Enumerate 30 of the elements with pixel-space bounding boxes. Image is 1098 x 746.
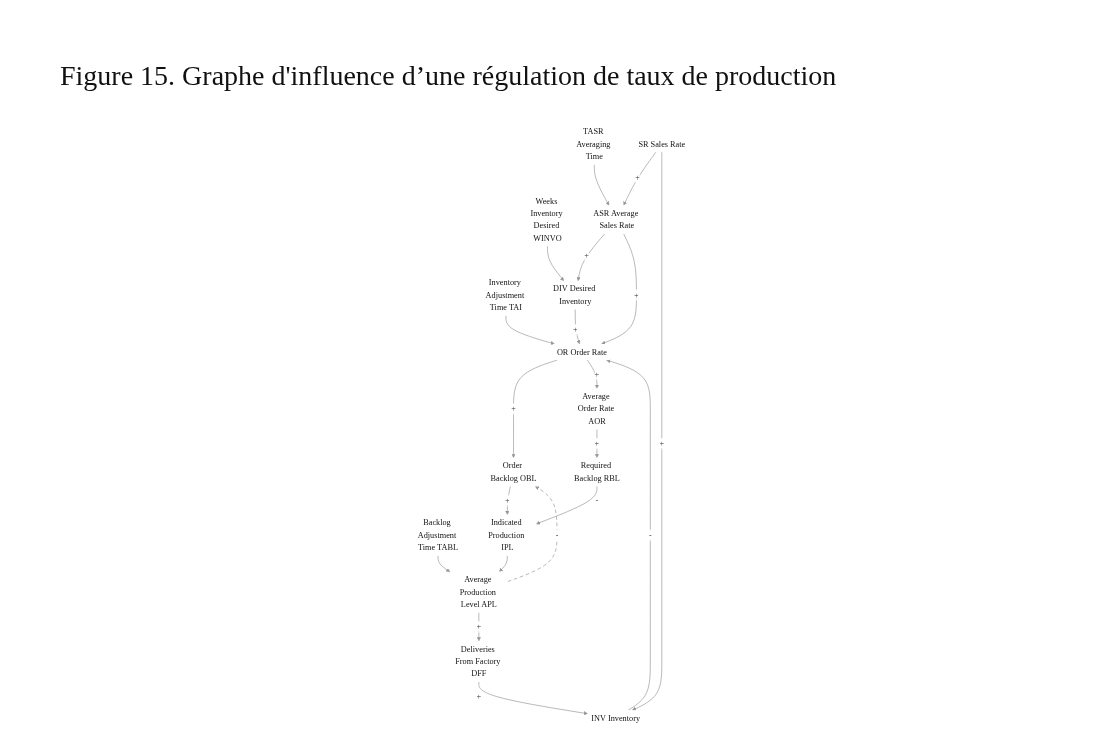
node-text: OR Order Rate [556,347,607,357]
node-text: Backlog Adjustment Time TABL [417,517,459,552]
node-text: Average Order Rate AOR [577,391,615,426]
node-text: Deliveries From Factory DFF [455,644,501,679]
node-text: INV Inventory [591,713,641,723]
edge-label: + [584,250,589,260]
edge-label: + [634,290,639,300]
node-text: TASR Averaging Time [576,126,611,161]
edge-label: - [648,530,652,540]
node-text: Order Backlog OBL [490,461,537,483]
node-text: ASR Average Sales Rate [593,208,639,231]
edge-label: + [505,495,510,505]
edge-label: + [594,438,600,448]
node-text: SR Sales Rate [638,139,686,149]
node-text: Weeks Inventory Desired WINVO [530,196,563,243]
edge-label: + [635,172,640,182]
figure-title: Figure 15. Graphe d'influence d’une régulation de taux de production [60,60,837,92]
edge-label: + [476,691,482,701]
node-text: Indicated Production IPL [488,517,525,552]
edge-label: - [595,495,599,505]
edge-label: + [659,438,665,448]
node-text: Inventory Adjustment Time TAI [485,277,525,312]
node-text: DIV Desired Inventory [553,284,596,306]
edge-label: - [555,530,559,540]
edge-label: + [476,621,482,632]
edge-label: + [572,324,578,335]
node-text: Required Backlog RBL [574,461,620,483]
node-text: Average Production Level APL [459,574,497,609]
edge-label: + [511,404,516,414]
edge-label: + [594,369,600,379]
